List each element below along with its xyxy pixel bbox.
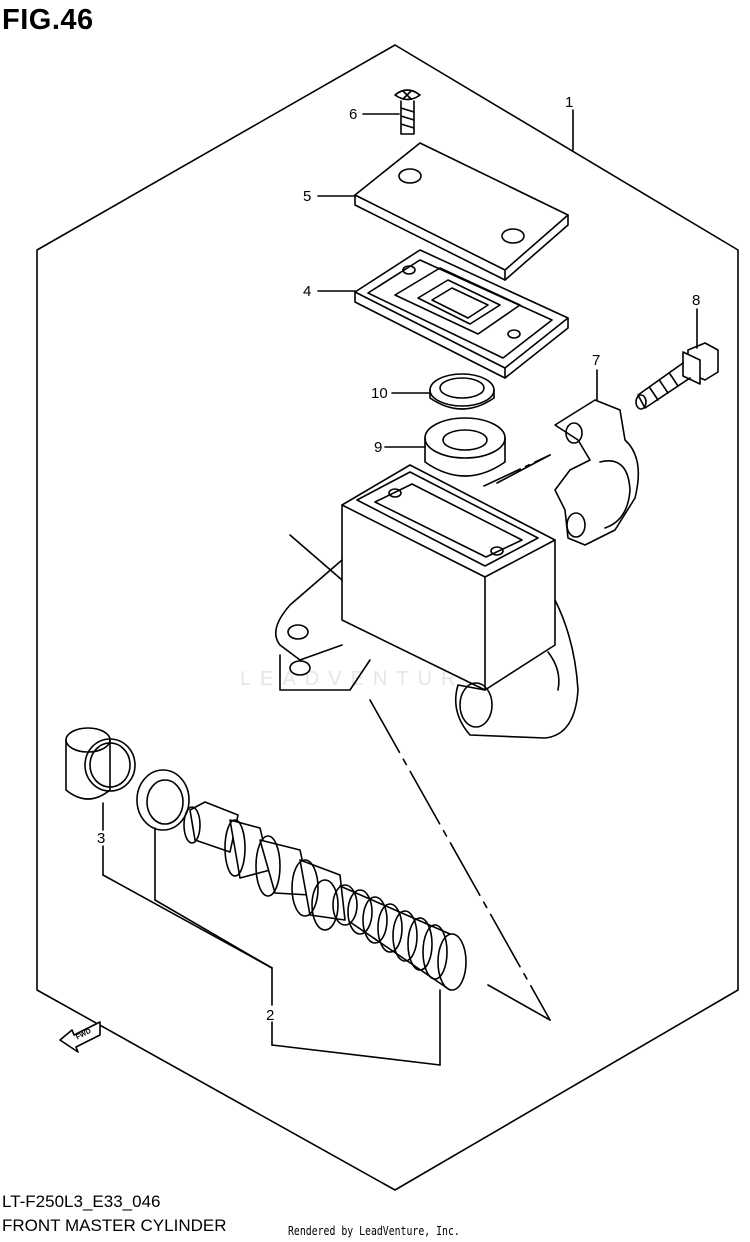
seal-ring-part <box>429 373 495 410</box>
callout-7: 7 <box>592 352 600 369</box>
reservoir-cap-part <box>354 142 569 281</box>
assembly-line <box>369 699 551 1021</box>
figure-name: FRONT MASTER CYLINDER <box>2 1216 227 1235</box>
sleeve-part <box>65 727 136 800</box>
master-cylinder-body-part <box>274 464 579 739</box>
callout-3: 3 <box>97 830 105 847</box>
callout-2: 2 <box>266 1007 274 1024</box>
figure-code: LT-F250L3_E33_046 <box>2 1192 161 1211</box>
screw-part <box>394 89 421 135</box>
callout-8: 8 <box>692 292 700 309</box>
render-credit: Rendered by LeadVenture, Inc. <box>288 1224 460 1238</box>
callout-4: 4 <box>303 283 311 300</box>
clamp-part <box>554 399 640 546</box>
spacer-part <box>424 417 506 477</box>
assembly-line <box>487 984 551 1021</box>
bolt-part <box>635 342 719 410</box>
callout-6: 6 <box>349 106 357 123</box>
piston-assembly-part <box>183 801 346 931</box>
leader-2-bracket <box>102 874 441 1066</box>
callout-5: 5 <box>303 188 311 205</box>
snap-ring-part <box>136 769 190 831</box>
spring-part <box>332 884 467 991</box>
watermark-text: LEADVENTURE <box>240 668 487 690</box>
assembly-line <box>483 454 551 487</box>
figure-title: FIG.46 <box>2 4 94 36</box>
diaphragm-plate-part <box>354 249 569 379</box>
callout-1: 1 <box>565 94 573 111</box>
assembly-outline <box>36 44 739 1191</box>
callout-10: 10 <box>371 385 388 402</box>
callout-9: 9 <box>374 439 382 456</box>
fwd-arrow-icon <box>59 1021 101 1053</box>
